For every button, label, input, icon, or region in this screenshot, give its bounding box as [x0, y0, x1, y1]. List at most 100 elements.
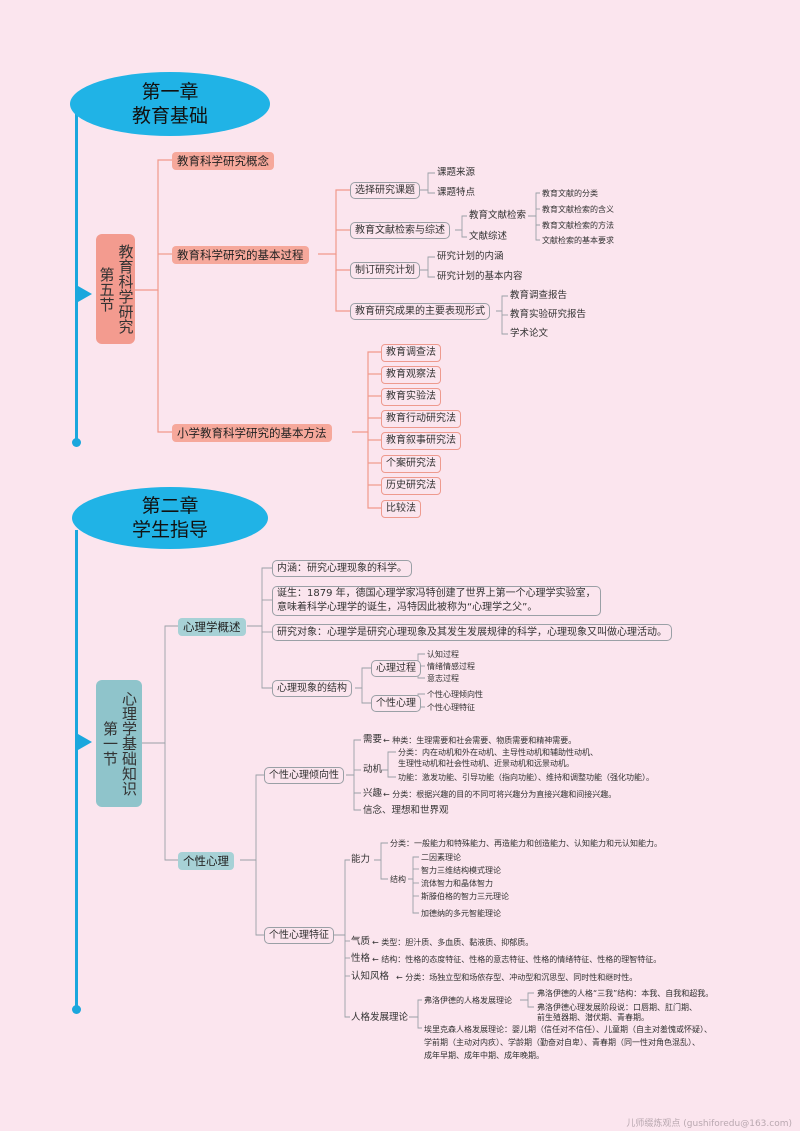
freud-structure: 弗洛伊德的人格“三我”结构：本我、自我和超我。: [537, 989, 714, 998]
overview-birth-line1: 诞生：1879 年，德国心理学家冯特创建了世界上第一个心理学实验室，: [277, 588, 596, 599]
personality-tendency: 个性心理倾向性: [427, 690, 483, 699]
chapter2-title-line2: 学生指导: [131, 519, 208, 541]
chapter1-section-node[interactable]: 教育科学研究 第五节: [96, 234, 135, 344]
chapter2-title-line1: 第二章: [141, 495, 199, 517]
process-choose-topic[interactable]: 选择研究课题: [350, 182, 420, 199]
ability-structure-label: 结构: [390, 875, 406, 884]
process-result-forms[interactable]: 教育研究成果的主要表现形式: [350, 303, 490, 320]
erikson-line2: 学前期（主动对内疚）、学龄期（勤奋对自卑）、青春期（同一性对角色混乱）、: [424, 1038, 700, 1047]
method-experiment[interactable]: 教育实验法: [381, 388, 441, 406]
intelligence-triarchic: 斯滕伯格的智力三元理论: [421, 892, 509, 901]
ability-classification: 分类：一般能力和特殊能力、再造能力和创造能力、认知能力和元认知能力。: [390, 839, 662, 848]
cognitive-style-text: ← 分类：场独立型和场依存型、冲动型和沉思型、同时性和继时性。: [396, 973, 638, 982]
method-case-study[interactable]: 个案研究法: [381, 455, 441, 473]
overview-object: 研究对象：心理学是研究心理现象及其发生发展规律的科学，心理现象又叫做心理活动。: [272, 624, 672, 641]
chapter2-section-title: 心理学基础知识: [120, 691, 138, 796]
motive-cls-line1: 分类：内在动机和外在动机、主导性动机和辅助性动机、: [398, 748, 598, 757]
chapter2-section-node[interactable]: 心理学基础知识 第一节: [96, 680, 142, 807]
topic-source: 课题来源: [437, 167, 476, 178]
chapter1-spine: [75, 110, 78, 442]
experiment-report: 教育实验研究报告: [510, 309, 587, 320]
character-label: 性格: [351, 953, 371, 964]
erikson-line1: 埃里克森人格发展理论：婴儿期（信任对不信任）、儿童期（自主对羞愧或怀疑）、: [424, 1025, 712, 1034]
overview-structure[interactable]: 心理现象的结构: [272, 680, 352, 697]
interest-label: 兴趣: [363, 788, 383, 799]
cognitive-style-label: 认知风格: [351, 971, 390, 982]
character-text-value: 结构：性格的态度特征、性格的意志特征、性格的情绪特征、性格的理智特征。: [381, 955, 662, 964]
intelligence-multiple: 加德纳的多元智能理论: [421, 909, 501, 918]
survey-report: 教育调查报告: [510, 290, 568, 301]
process-literature[interactable]: 教育文献检索与综述: [350, 222, 450, 239]
personality-traits: 个性心理特征: [427, 703, 475, 712]
ability-label: 能力: [351, 854, 371, 865]
watermark: 儿师缀炼观点 (gushiforedu@163.com): [626, 1119, 792, 1129]
retrieval-classification: 教育文献的分类: [542, 189, 598, 198]
topic-research-methods[interactable]: 小学教育科学研究的基本方法: [172, 424, 332, 442]
character-text: ← 结构：性格的态度特征、性格的意志特征、性格的情绪特征、性格的理智特征。: [372, 955, 662, 964]
erikson-line3: 成年早期、成年中期、成年晚期。: [424, 1051, 544, 1060]
process-emotion: 情绪情感过程: [427, 662, 475, 671]
motive-cls-line2: 生理性动机和社会性动机、近景动机和远景动机。: [398, 759, 574, 768]
academic-paper: 学术论文: [510, 328, 549, 339]
motive-label: 动机: [363, 764, 383, 775]
chapter1-section-title: 教育科学研究: [116, 244, 135, 334]
temperament-text-value: 类型：胆汁质、多血质、黏液质、抑郁质。: [381, 938, 534, 947]
overview-birth: 诞生：1879 年，德国心理学家冯特创建了世界上第一个心理学实验室， 意味着科学…: [272, 586, 601, 616]
structure-process[interactable]: 心理过程: [371, 660, 421, 677]
retrieval-methods: 教育文献检索的方法: [542, 221, 614, 230]
freud-stages-line1: 弗洛伊德心理发展阶段说：口唇期、肛门期、: [537, 1003, 697, 1012]
retrieval-requirements: 文献检索的基本要求: [542, 236, 614, 245]
intelligence-two-factor: 二因素理论: [421, 853, 461, 862]
chapter1-title-line1: 第一章: [141, 81, 199, 103]
individual-traits[interactable]: 个性心理特征: [264, 927, 334, 944]
chapter2-section-arrow: [78, 734, 92, 750]
freud-stages-line2: 前生殖器期、潜伏期、青春期。: [537, 1013, 649, 1022]
method-survey[interactable]: 教育调查法: [381, 344, 441, 362]
literature-review: 文献综述: [469, 231, 508, 242]
literature-retrieval: 教育文献检索: [469, 210, 527, 221]
personality-development-label: 人格发展理论: [351, 1012, 409, 1023]
topic-research-process[interactable]: 教育科学研究的基本过程: [172, 246, 309, 264]
need-text: ← 种类：生理需要和社会需要、物质需要和精神需要。: [383, 736, 577, 745]
chapter1-title-line2: 教育基础: [131, 105, 208, 127]
chapter2-spine: [75, 530, 78, 1008]
belief-text: 信念、理想和世界观: [363, 805, 449, 816]
method-action-research[interactable]: 教育行动研究法: [381, 410, 461, 428]
cognitive-style-text-value: 分类：场独立型和场依存型、冲动型和沉思型、同时性和继时性。: [405, 973, 638, 982]
interest-text-value: 分类：根据兴趣的目的不同可将兴趣分为直接兴趣和间接兴趣。: [392, 790, 617, 799]
topic-individual-psychology[interactable]: 个性心理: [178, 852, 234, 870]
method-observation[interactable]: 教育观察法: [381, 366, 441, 384]
topic-features: 课题特点: [437, 187, 476, 198]
method-history[interactable]: 历史研究法: [381, 477, 441, 495]
process-will: 意志过程: [427, 674, 459, 683]
structure-personality[interactable]: 个性心理: [371, 695, 421, 712]
temperament-text: ← 类型：胆汁质、多血质、黏液质、抑郁质。: [372, 938, 534, 947]
plan-content: 研究计划的基本内容: [437, 271, 523, 282]
need-text-value: 种类：生理需要和社会需要、物质需要和精神需要。: [392, 736, 577, 745]
interest-text: ← 分类：根据兴趣的目的不同可将兴趣分为直接兴趣和间接兴趣。: [383, 790, 617, 799]
motive-function: 功能：激发功能、引导功能（指向功能）、维持和调整功能（强化功能）。: [398, 773, 654, 782]
process-plan[interactable]: 制订研究计划: [350, 262, 420, 279]
temperament-label: 气质: [351, 936, 371, 947]
need-label: 需要: [363, 734, 383, 745]
overview-birth-line2: 意味着科学心理学的诞生，冯特因此被称为“心理学之父”。: [277, 602, 538, 613]
topic-research-concept[interactable]: 教育科学研究概念: [172, 152, 274, 170]
retrieval-meaning: 教育文献检索的含义: [542, 205, 614, 214]
overview-connotation: 内涵：研究心理现象的科学。: [272, 560, 412, 577]
individual-tendency[interactable]: 个性心理倾向性: [264, 767, 344, 784]
chapter1-title-bubble: 第一章 教育基础: [70, 72, 270, 136]
chapter1-spine-end-dot: [72, 438, 81, 447]
chapter2-section-number: 第一节: [101, 721, 119, 766]
intelligence-three-dimension: 智力三维结构模式理论: [421, 866, 501, 875]
chapter2-title-bubble: 第二章 学生指导: [72, 487, 268, 549]
topic-psychology-overview[interactable]: 心理学概述: [178, 618, 246, 636]
process-cognition: 认知过程: [427, 650, 459, 659]
chapter1-section-number: 第五节: [97, 266, 116, 312]
plan-connotation: 研究计划的内涵: [437, 251, 504, 262]
intelligence-fluid-crystal: 流体智力和晶体智力: [421, 879, 493, 888]
chapter2-spine-end-dot: [72, 1005, 81, 1014]
method-comparison[interactable]: 比较法: [381, 500, 421, 518]
method-narrative[interactable]: 教育叙事研究法: [381, 432, 461, 450]
freud-theory-label: 弗洛伊德的人格发展理论: [424, 996, 512, 1005]
